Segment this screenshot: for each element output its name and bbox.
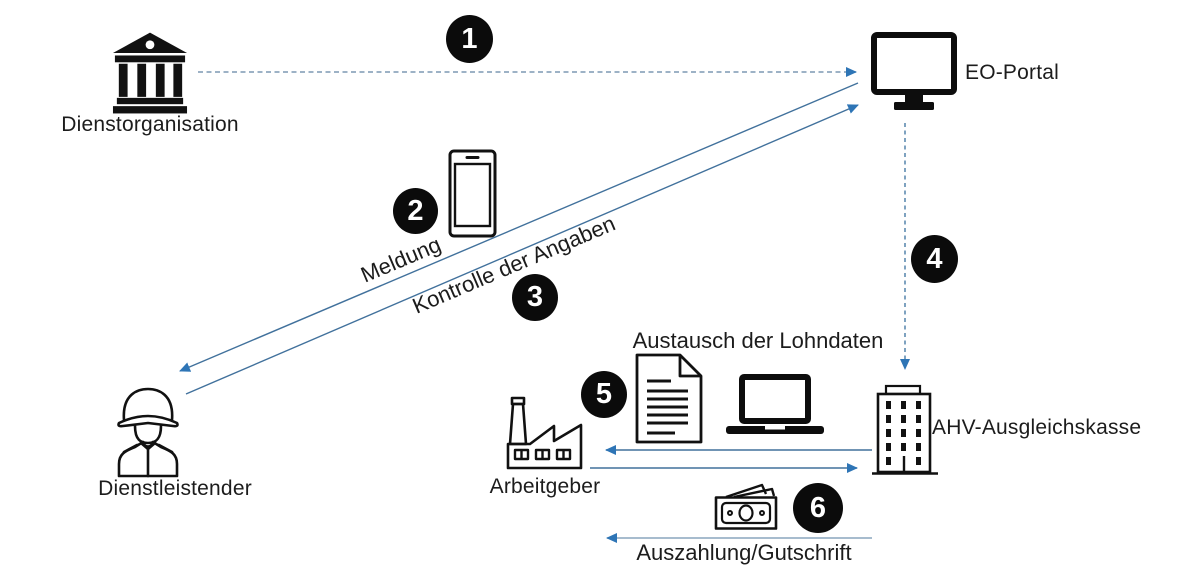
step-badge-6: 6: [793, 483, 843, 533]
laptop-icon: [726, 374, 824, 436]
document-icon: [635, 353, 703, 444]
step-badge-5: 5: [581, 371, 627, 418]
step-badge-4: 4: [911, 235, 958, 283]
monitor-icon: [871, 32, 957, 111]
austausch-edge-label: Austausch der Lohndaten: [632, 328, 884, 353]
eo-portal-label: EO-Portal: [965, 61, 1059, 84]
step-badge-1: 1: [446, 15, 493, 63]
arrow-dienstleistender-to-eo-portal: [185, 104, 859, 395]
step-badge-2: 2: [393, 188, 438, 234]
office-building-icon: [872, 384, 938, 475]
arrow-eo-portal-to-dienstleistender: [179, 82, 859, 372]
soldier-icon: [110, 382, 186, 478]
bank-icon: [112, 32, 188, 115]
factory-icon: [506, 396, 584, 472]
dienstleistender-label: Dienstleistender: [98, 477, 252, 500]
smartphone-icon: [448, 149, 497, 238]
banknotes-icon: [714, 481, 782, 531]
dienstorganisation-label: Dienstorganisation: [61, 113, 239, 136]
step-badge-3: 3: [512, 274, 558, 321]
ahv-ausgleichskasse-label: AHV-Ausgleichskasse: [932, 416, 1142, 439]
arbeitgeber-label: Arbeitgeber: [489, 475, 601, 498]
auszahlung-edge-label: Auszahlung/Gutschrift: [636, 540, 852, 565]
